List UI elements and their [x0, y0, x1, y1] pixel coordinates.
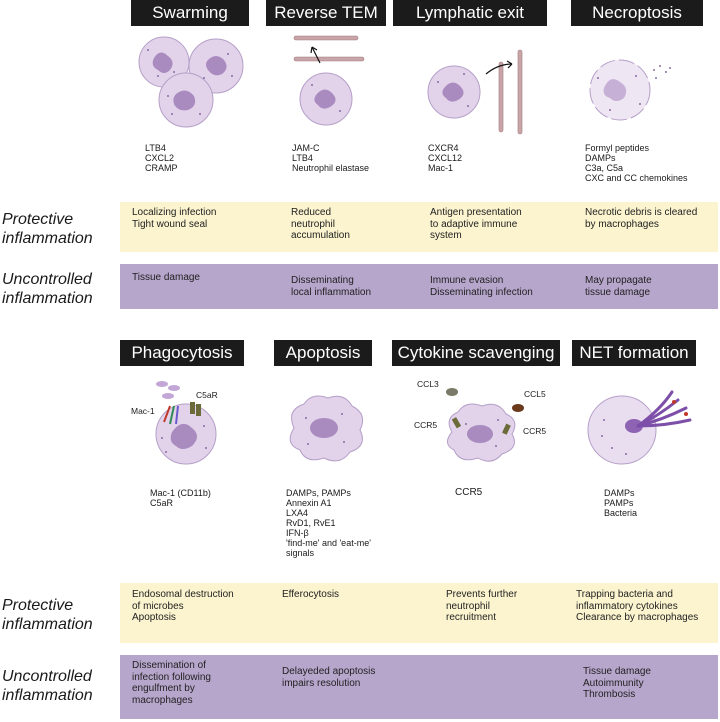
factor-item: CXC and CC chemokines	[585, 173, 688, 183]
bottom-uncontrolled-label: Uncontrolled inflammation	[2, 668, 93, 704]
factor-item: JAM-C	[292, 143, 320, 153]
header-reverse-tem: Reverse TEM	[266, 0, 386, 26]
cytokine-scavenging-factors: CCR5	[455, 488, 482, 498]
bottom-protective-band	[120, 583, 718, 643]
factor-item: Mac-1 (CD11b)	[150, 488, 211, 498]
factor-item: PAMPs	[604, 498, 634, 508]
header-necroptosis: Necroptosis	[571, 0, 703, 26]
reverse-tem-factors: JAM-C LTB4 Neutrophil elastase	[292, 143, 369, 173]
factor-item: C3a, C5a	[585, 163, 624, 173]
factor-item: CXCL12	[428, 153, 463, 163]
factor-item: CCR5	[455, 487, 483, 498]
net-formation-factors: DAMPs PAMPs Bacteria	[604, 488, 637, 518]
swarming-uncontrolled: Tissue damage	[132, 272, 200, 283]
top-protective-label: Protective inflammation	[2, 211, 93, 247]
factor-item: LTB4	[145, 143, 166, 153]
necroptosis-illustration	[589, 59, 671, 121]
header-cytokine-scavenging: Cytokine scavenging	[392, 340, 560, 366]
swarming-factors: LTB4 CXCL2 CRAMP	[145, 143, 178, 173]
factor-item: CXCR4	[428, 143, 459, 153]
factor-item: DAMPs, PAMPs	[286, 488, 351, 498]
ccl5-label: CCL5	[524, 389, 546, 399]
factor-item: DAMPs	[585, 153, 616, 163]
factor-item: LTB4	[292, 153, 313, 163]
top-protective-band	[120, 202, 718, 252]
ccr5-left-label: CCR5	[414, 420, 438, 430]
header-lymphatic-exit: Lymphatic exit	[393, 0, 547, 26]
necroptosis-factors: Formyl peptides DAMPs C3a, C5a CXC and C…	[585, 143, 688, 183]
apoptosis-protective: Efferocytosis	[282, 589, 340, 600]
factor-item: Annexin A1	[286, 498, 332, 508]
bottom-protective-label: Protective inflammation	[2, 597, 93, 633]
net-formation-illustration	[587, 390, 692, 465]
factor-item: signals	[286, 548, 315, 558]
factor-item: DAMPs	[604, 488, 635, 498]
lymphatic-exit-illustration	[427, 49, 523, 135]
top-uncontrolled-band	[120, 264, 718, 309]
factor-item: IFN-β	[286, 528, 309, 538]
factor-item: Formyl peptides	[585, 143, 650, 153]
ccr5-right-label: CCR5	[523, 426, 547, 436]
factor-item: RvD1, RvE1	[286, 518, 336, 528]
top-uncontrolled-label: Uncontrolled inflammation	[2, 271, 93, 307]
apoptosis-factors: DAMPs, PAMPs Annexin A1 LXA4 RvD1, RvE1 …	[286, 488, 371, 558]
mac1-label: Mac-1	[131, 406, 155, 416]
header-net-formation: NET formation	[572, 340, 696, 366]
bottom-uncontrolled-band	[120, 655, 718, 719]
phagocytosis-factors: Mac-1 (CD11b) C5aR	[150, 488, 211, 508]
factor-item: CRAMP	[145, 163, 178, 173]
phagocytosis-illustration	[155, 381, 217, 465]
factor-item: 'find-me' and 'eat-me'	[286, 538, 371, 548]
header-apoptosis: Apoptosis	[274, 340, 372, 366]
factor-item: C5aR	[150, 498, 174, 508]
cytokine-scavenging-illustration	[446, 388, 524, 462]
c5ar-label: C5aR	[196, 390, 218, 400]
apoptosis-illustration	[289, 395, 364, 462]
header-swarming: Swarming	[131, 0, 249, 26]
lymphatic-exit-factors: CXCR4 CXCL12 Mac-1	[428, 143, 462, 173]
reverse-tem-illustration	[293, 35, 365, 126]
header-phagocytosis: Phagocytosis	[120, 340, 244, 366]
factor-item: Mac-1	[428, 163, 454, 173]
ccl3-label: CCL3	[417, 379, 439, 389]
swarming-cells-illustration	[138, 36, 244, 128]
factor-item: LXA4	[286, 508, 309, 518]
factor-item: Bacteria	[604, 508, 638, 518]
factor-item: CXCL2	[145, 153, 175, 163]
factor-item: Neutrophil elastase	[292, 163, 370, 173]
